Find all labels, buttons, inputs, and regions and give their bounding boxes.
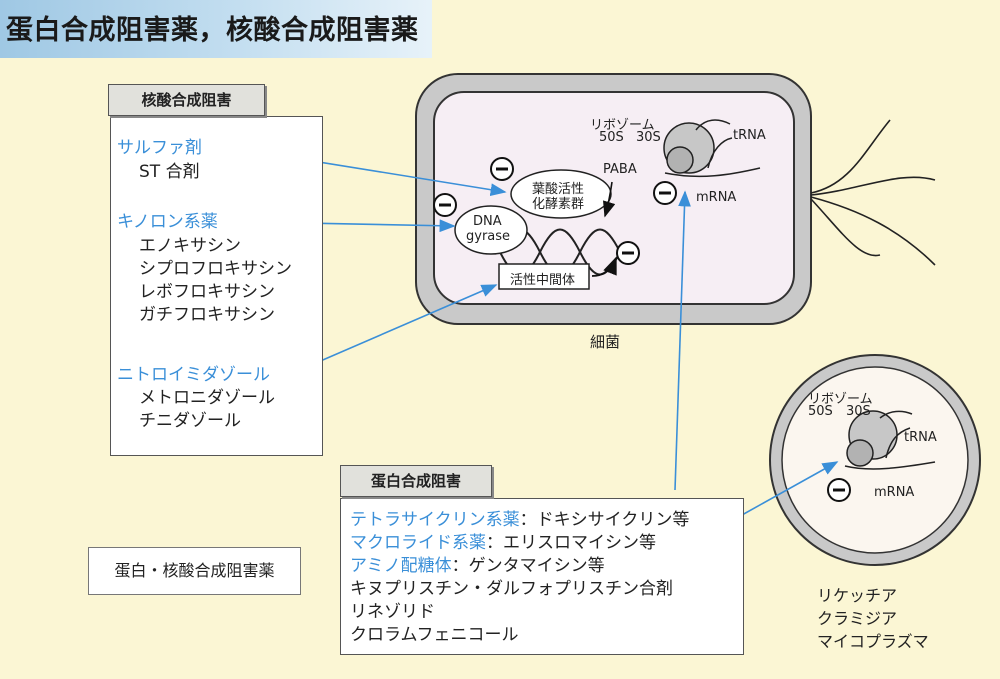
ribosome-label: リボゾーム: [590, 118, 655, 133]
intermediate-box: [498, 263, 590, 290]
drug-st: ST 合剤: [139, 162, 200, 182]
drug-metronidazole: メトロニダゾール: [139, 388, 275, 408]
enzymes-label-line2: 化酵素群: [532, 197, 585, 212]
nucleic-acid-header: 核酸合成阻害: [108, 84, 265, 116]
trna-label: tRNA: [733, 128, 766, 143]
drug-gatifloxacin: ガチフロキサシン: [139, 305, 275, 325]
small-30s-label: 30S: [846, 404, 871, 419]
drug-class-quinolone: キノロン系薬: [117, 212, 218, 232]
small-50s-label: 50S: [808, 404, 833, 419]
arrow-protein-to-small-ribosome: [732, 461, 839, 521]
paba-label: PABA: [603, 162, 637, 177]
flagella: [810, 119, 936, 266]
enzymes-label-line1: 葉酸活性: [532, 182, 585, 197]
nucleic-acid-panel: [110, 116, 323, 456]
intermediate-label: 活性中間体: [510, 273, 576, 288]
inhibit-icon: [490, 157, 514, 181]
paba-arrow: [603, 181, 616, 218]
class-macrolide: マクロライド系薬: [350, 533, 486, 553]
drug-ciprofloxacin: シプロフロキサシン: [139, 259, 292, 279]
title-banner: 蛋白合成阻害薬，核酸合成阻害薬: [0, 0, 432, 58]
inhibit-icon: [653, 181, 677, 205]
ribosome-50s-label: 50S: [599, 130, 624, 145]
enzyme-ellipse: [510, 169, 612, 219]
small-cell-inner: [781, 366, 969, 554]
bacterium-label: 細菌: [590, 333, 621, 351]
dna-gyrase-label-line1: DNA: [473, 214, 502, 229]
class-aminoglycoside: アミノ配糖体: [350, 556, 452, 576]
mrna-label: mRNA: [696, 190, 737, 205]
drug-class-nitroimidazole: ニトロイミダゾール: [117, 365, 270, 385]
caption-text: 蛋白・核酸合成阻害薬: [114, 561, 275, 580]
drug-doxycycline: ：ドキシサイクリン等: [519, 510, 690, 530]
drug-tinidazole: チニダゾール: [139, 411, 241, 431]
arrow-nitroimidazole-to-intermediate: [294, 284, 498, 373]
drug-quinupristin-dalfopristin: キヌプリスチン・ダルフォプリスチン合剤: [350, 579, 673, 599]
organism-mycoplasma: マイコプラズマ: [817, 632, 929, 651]
drug-levofloxacin: レボフロキサシン: [139, 282, 275, 302]
organism-chlamydia: クラミジア: [817, 609, 898, 628]
inhibit-icon: [616, 241, 640, 265]
drug-gentamicin: ：ゲンタマイシン等: [451, 556, 605, 576]
class-tetracycline: テトラサイクリン系薬: [350, 510, 520, 530]
protein-panel: [340, 498, 744, 655]
small-trna-label: tRNA: [904, 430, 937, 445]
organism-rickettsia: リケッチア: [817, 586, 898, 605]
drug-enoxacin: エノキサシン: [139, 236, 241, 256]
drug-erythromycin: ：エリスロマイシン等: [486, 533, 656, 553]
protein-line-macrolide: マクロライド系薬：エリスロマイシン等: [350, 532, 656, 554]
arrow-protein-to-ribosome: [674, 190, 691, 491]
ribosome-small-cell: [844, 410, 936, 470]
ribosome-bacterium: [663, 119, 761, 178]
small-mrna-label: mRNA: [874, 485, 915, 500]
page-title: 蛋白合成阻害薬，核酸合成阻害薬: [6, 15, 419, 46]
inhibit-icon: [827, 478, 851, 502]
protein-line-tetracycline: テトラサイクリン系薬：ドキシサイクリン等: [350, 509, 689, 531]
inhibit-icon: [433, 193, 457, 217]
small-ribosome-label: リボゾーム: [808, 392, 873, 407]
dna-gyrase-label-line2: gyrase: [466, 229, 511, 244]
protein-line-aminoglycoside: アミノ配糖体：ゲンタマイシン等: [350, 555, 605, 577]
ribosome-30s-label: 30S: [636, 130, 661, 145]
protein-header: 蛋白合成阻害: [340, 465, 492, 497]
drug-linezolid: リネゾリド: [350, 602, 435, 622]
drug-class-sulfa: サルファ剤: [117, 138, 202, 158]
caption-box: 蛋白・核酸合成阻害薬: [88, 547, 301, 595]
intermediate-arrow: [591, 256, 617, 277]
drug-chloramphenicol: クロラムフェニコール: [350, 625, 519, 645]
